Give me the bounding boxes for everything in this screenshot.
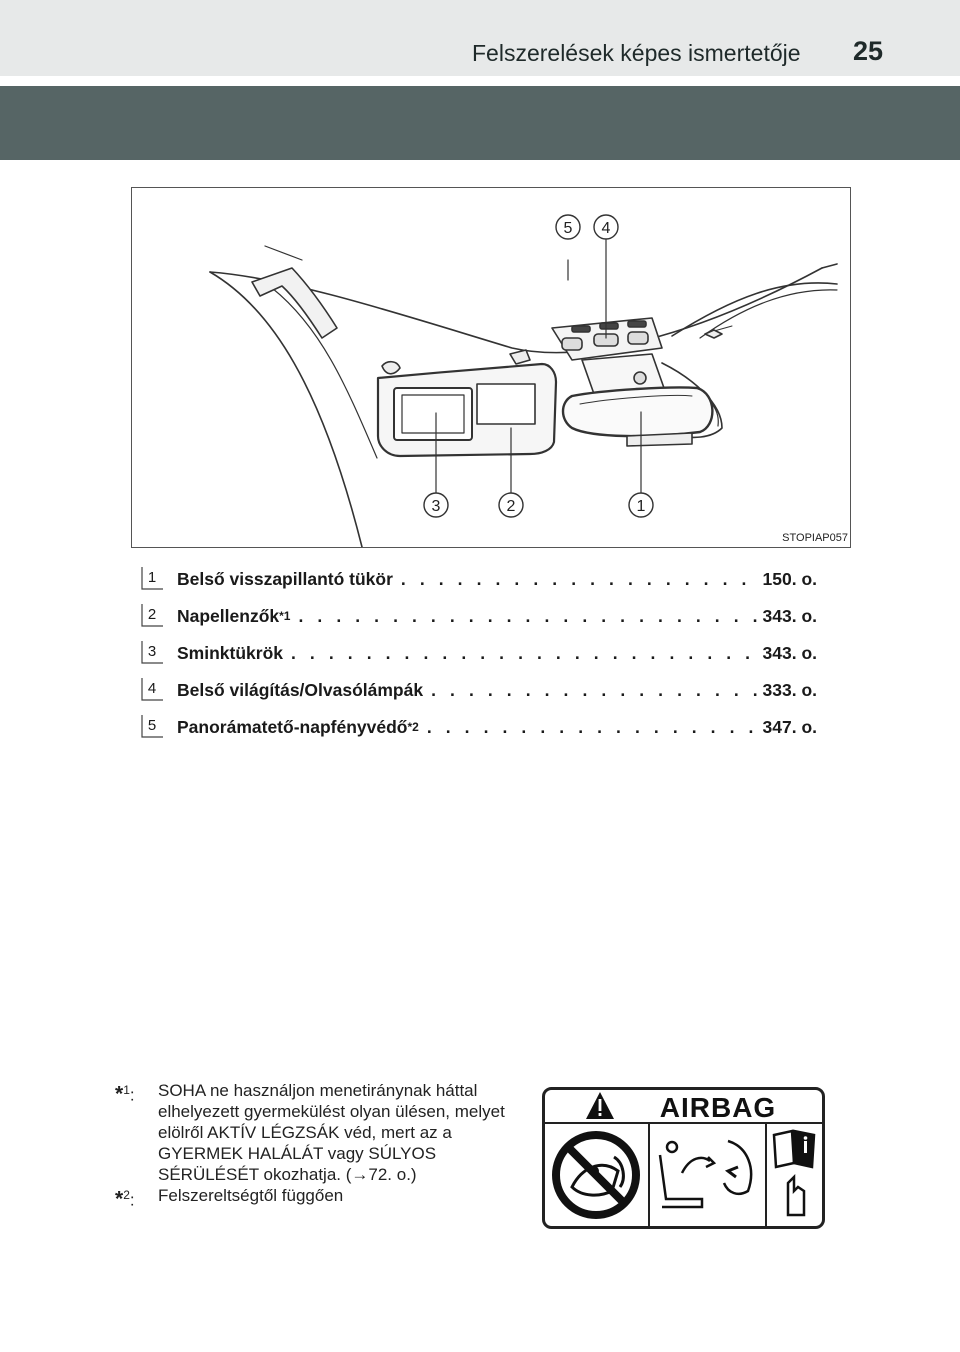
page-number: 25 (853, 36, 884, 66)
item-page-ref[interactable]: 347. o. (762, 717, 817, 737)
section-title: Felszerelések képes ismertetője (472, 40, 801, 66)
read-manual-icon (772, 1129, 816, 1217)
airbag-title: AIRBAG (660, 1092, 776, 1123)
warning-triangle-icon (586, 1092, 614, 1119)
airbag-warning-label: AIRBAG (542, 1087, 825, 1229)
figure-code: STOPIAP057 (782, 532, 848, 544)
item-label: Sminktükrök (177, 643, 283, 663)
header-band (0, 86, 960, 160)
footnote-2: *2: Felszereltségtől függően (115, 1186, 344, 1211)
leader-dots: . . . . . . . . . . . . . . . . . . . . … (291, 643, 759, 663)
callout-1: 1 (637, 498, 646, 515)
item-label: Belső világítás/Olvasólámpák (177, 680, 424, 700)
leader-dots: . . . . . . . . . . . . . . . . . . . . … (400, 569, 759, 589)
leader-dots: . . . . . . . . . . . . . . . . . . . . … (431, 680, 758, 700)
leader-dots: . . . . . . . . . . . . . . . . . . . . … (298, 606, 758, 626)
item-label: Belső visszapillantó tükör (177, 569, 393, 589)
list-item: 5 Panorámatető-napfényvédő*2 . . . . . .… (140, 714, 820, 744)
item-page-ref[interactable]: 343. o. (762, 643, 817, 663)
seat-airbag-icon (658, 1139, 753, 1209)
item-label: Napellenzők (177, 606, 280, 626)
item-page-ref[interactable]: 343. o. (762, 606, 817, 626)
callout-3: 3 (432, 498, 441, 515)
interior-illustration: 5 4 3 2 1 (209, 214, 838, 547)
footnotes: *1: SOHA ne használjon menetiránynak hát… (115, 1080, 515, 1211)
item-label: Panorámatető-napfényvédő (177, 717, 408, 737)
item-number-badge: 4 (140, 677, 164, 701)
interior-figure: 5 4 3 2 1 STOPIAP057 (131, 187, 851, 548)
list-item: 3 Sminktükrök . . . . . . . . . . . . . … (140, 640, 820, 670)
list-item: 1 Belső visszapillantó tükör . . . . . .… (140, 566, 820, 596)
leader-dots: . . . . . . . . . . . . . . . . . . . . … (426, 717, 759, 737)
footnote-text: Felszereltségtől függően (158, 1186, 344, 1205)
footnote-1: *1: SOHA ne használjon menetiránynak hát… (115, 1081, 505, 1184)
callout-5: 5 (564, 220, 573, 237)
item-footnote-ref: *1 (279, 609, 291, 623)
callout-4: 4 (602, 220, 611, 237)
list-item: 4 Belső világítás/Olvasólámpák . . . . .… (140, 677, 820, 707)
callout-2: 2 (507, 498, 516, 515)
item-number-badge: 3 (140, 640, 164, 664)
footnote-text: SOHA ne használjon menetiránynak háttal … (158, 1081, 505, 1184)
item-page-ref[interactable]: 150. o. (762, 569, 817, 589)
item-footnote-ref: *2 (407, 720, 419, 734)
list-item: 2 Napellenzők*1 . . . . . . . . . . . . … (140, 603, 820, 633)
item-page-ref[interactable]: 333. o. (762, 680, 817, 700)
item-number-badge: 1 (140, 566, 164, 590)
item-number-badge: 2 (140, 603, 164, 627)
item-number-badge: 5 (140, 714, 164, 738)
header-strip (0, 0, 960, 76)
no-rear-facing-seat-icon (552, 1131, 640, 1219)
